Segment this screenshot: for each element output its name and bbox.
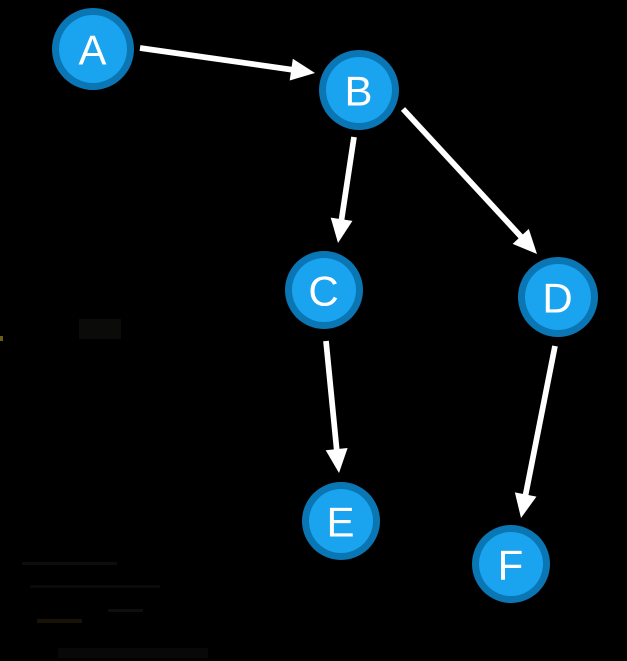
background-artifact bbox=[58, 648, 208, 658]
node-B[interactable]: B bbox=[319, 50, 399, 130]
node-circle bbox=[292, 258, 356, 322]
background-artifact bbox=[30, 585, 160, 588]
edge-A-B bbox=[139, 45, 315, 81]
artifact-layer bbox=[0, 319, 208, 658]
background-artifact bbox=[108, 609, 143, 612]
background-artifact bbox=[37, 619, 82, 623]
edge-layer bbox=[139, 45, 558, 518]
edge-B-D bbox=[400, 107, 537, 254]
node-circle bbox=[326, 57, 392, 123]
edge-line bbox=[337, 136, 357, 227]
arrowhead-icon bbox=[325, 448, 348, 473]
node-F[interactable]: F bbox=[472, 525, 550, 603]
edge-D-F bbox=[514, 345, 558, 518]
background-artifact bbox=[0, 336, 3, 341]
node-E[interactable]: E bbox=[302, 482, 380, 560]
node-circle bbox=[479, 532, 543, 596]
node-circle bbox=[59, 15, 127, 83]
edge-B-C bbox=[330, 136, 357, 243]
background-artifact bbox=[22, 562, 117, 565]
edge-line bbox=[323, 340, 341, 457]
edge-line bbox=[400, 107, 528, 244]
node-D[interactable]: D bbox=[518, 257, 598, 337]
arrowhead-icon bbox=[289, 58, 315, 81]
arrowhead-icon bbox=[514, 492, 537, 518]
node-circle bbox=[309, 489, 373, 553]
node-A[interactable]: A bbox=[52, 8, 134, 90]
edge-C-E bbox=[323, 340, 348, 473]
background-artifact bbox=[79, 319, 121, 339]
node-C[interactable]: C bbox=[285, 251, 363, 329]
node-circle bbox=[525, 264, 591, 330]
arrowhead-icon bbox=[330, 217, 353, 243]
edge-line bbox=[139, 45, 299, 74]
arrowhead-icon bbox=[512, 228, 537, 254]
node-layer: A B C D E F bbox=[52, 8, 598, 603]
edge-line bbox=[521, 345, 558, 503]
